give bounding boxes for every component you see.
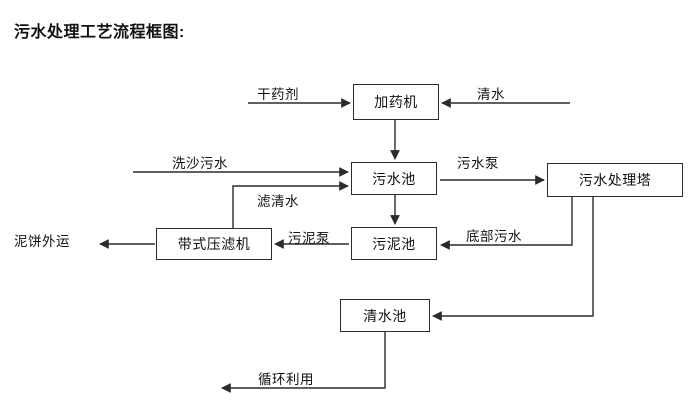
edge-label-sand-washing-wastewater: 洗沙污水 xyxy=(172,156,228,171)
node-label: 污水池 xyxy=(372,170,416,187)
edge-label-dry-chemical: 干药剂 xyxy=(257,87,299,102)
node-sewage-pool[interactable]: 污水池 xyxy=(351,162,437,195)
edge-clear-pool-to-recycle xyxy=(221,332,386,393)
node-label: 清水池 xyxy=(363,307,407,324)
edge-label-sewage-pump: 污水泵 xyxy=(457,156,499,171)
page-title: 污水处理工艺流程框图: xyxy=(14,24,185,41)
edge-label-recycle-use: 循环利用 xyxy=(258,372,314,387)
node-belt-filter-press[interactable]: 带式压滤机 xyxy=(156,228,272,260)
node-label: 污泥池 xyxy=(372,235,416,252)
edge-label-filtered-clear-water: 滤清水 xyxy=(257,194,299,209)
node-label: 污水处理塔 xyxy=(578,172,652,188)
edge-filtered-water-to-sewage-pool xyxy=(232,181,349,228)
edge-label-bottom-sewage: 底部污水 xyxy=(466,229,522,244)
edge-bottom-sewage-to-sludge-pool xyxy=(440,197,573,250)
edge-tower-to-clear-pool xyxy=(432,197,594,321)
node-dosing-machine[interactable]: 加药机 xyxy=(353,84,439,120)
terminal-label-mud-cake-out: 泥饼外运 xyxy=(14,234,70,249)
node-clear-water-pool[interactable]: 清水池 xyxy=(340,299,430,332)
node-treatment-tower[interactable]: 污水处理塔 xyxy=(547,163,683,197)
edge-label-clean-water: 清水 xyxy=(477,87,505,102)
node-label: 带式压滤机 xyxy=(177,236,251,252)
node-label: 加药机 xyxy=(374,94,418,110)
node-sludge-pool[interactable]: 污泥池 xyxy=(351,227,437,260)
edge-label-sludge-pump: 污泥泵 xyxy=(288,231,330,246)
